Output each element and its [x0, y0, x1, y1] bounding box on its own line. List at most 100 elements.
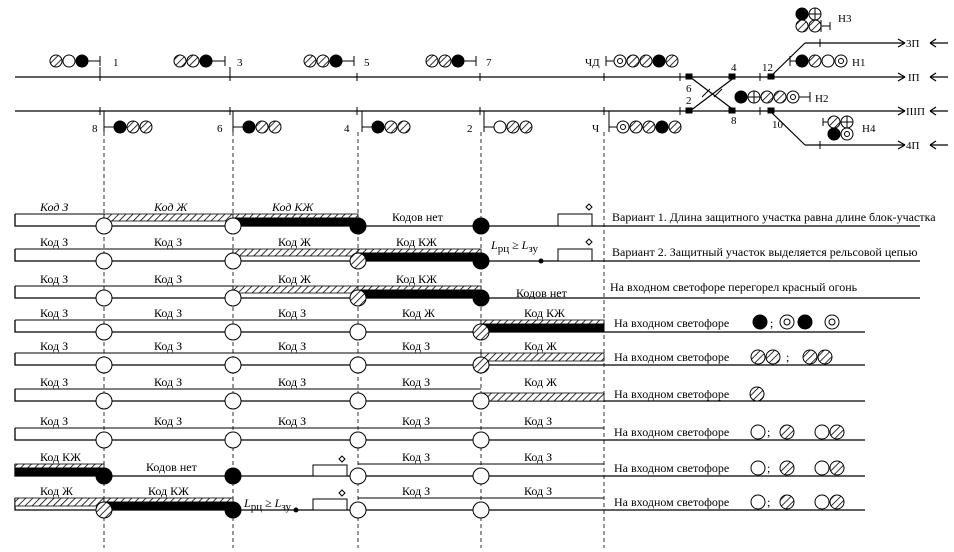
label-switch-2: 2 — [686, 95, 692, 107]
row-5-code-4: Код З — [402, 339, 430, 353]
signal-chd — [605, 54, 679, 68]
row-5-code-2: Код З — [154, 339, 182, 353]
row-6-note: На входном светофоре — [614, 387, 729, 401]
row-5-code-5: Код Ж — [524, 339, 557, 353]
track-plan — [15, 38, 948, 150]
row-4-note: На входном светофоре — [614, 316, 729, 330]
row-3-code-4: Код КЖ — [396, 272, 437, 286]
row-8-code-1: Код КЖ — [40, 450, 81, 464]
row-8 — [14, 455, 865, 485]
label-signal-7: 7 — [486, 57, 492, 69]
row-2-code-3: Код Ж — [278, 235, 311, 249]
row-4-code-2: Код З — [154, 306, 182, 320]
row-1-note: Вариант 1. Длина защитного участка равна… — [612, 210, 936, 224]
signal-ch — [608, 120, 682, 134]
row-7-note: На входном светофоре — [614, 425, 729, 439]
row-5-separator: ; — [786, 350, 789, 364]
row-8-code-3: Код З — [402, 450, 430, 464]
label-signal-4: 4 — [344, 123, 350, 135]
row-4-code-1: Код З — [40, 306, 68, 320]
row-4-code-3: Код З — [278, 306, 306, 320]
row-8-separator: ; — [767, 461, 770, 475]
signal-4 — [361, 120, 411, 134]
signal-6 — [232, 120, 282, 134]
row-9-code-3: Код З — [402, 484, 430, 498]
label-signal-n1: Н1 — [852, 57, 865, 69]
signal-n3 — [795, 7, 831, 33]
label-signal-n4: Н4 — [862, 123, 876, 135]
label-signal-2: 2 — [467, 123, 473, 135]
row-3-code-5: Кодов нет — [516, 286, 568, 300]
label-signal-ch: Ч — [592, 123, 599, 135]
row-9-code-2: Код КЖ — [148, 484, 189, 498]
row-7-code-3: Код З — [278, 414, 306, 428]
label-track-4p: 4П — [906, 140, 920, 152]
signal-1 — [49, 54, 101, 68]
label-track-3p: 3П — [906, 38, 920, 50]
row-3-code-2: Код З — [154, 272, 182, 286]
row-1 — [14, 203, 920, 235]
row-7 — [14, 424, 865, 449]
row-7-code-4: Код З — [402, 414, 430, 428]
row-6-code-4: Код З — [402, 375, 430, 389]
label-signal-n2: Н2 — [815, 93, 828, 105]
row-7-code-1: Код З — [40, 414, 68, 428]
row-3-code-1: Код З — [40, 272, 68, 286]
row-3-note: На входном светофоре перегорел красный о… — [610, 280, 858, 294]
label-signal-6: 6 — [217, 123, 223, 135]
row-7-code-2: Код З — [154, 414, 182, 428]
row-9-code-4: Код З — [524, 484, 552, 498]
row-4 — [14, 314, 865, 341]
row-8-note: На входном светофоре — [614, 461, 729, 475]
signal-7 — [425, 54, 477, 68]
signal-8 — [103, 120, 153, 134]
signal-n1 — [789, 54, 848, 68]
row-1-code-1: Код З — [39, 200, 68, 214]
row-9-note: На входном светофоре — [614, 495, 729, 509]
row-1-code-2: Код Ж — [153, 200, 188, 214]
row-2-code-2: Код З — [154, 235, 182, 249]
signal-n2 — [734, 90, 811, 104]
row-3 — [14, 285, 920, 307]
label-switch-12: 12 — [762, 62, 773, 74]
label-signal-8: 8 — [92, 123, 98, 135]
row-8-code-4: Код З — [524, 450, 552, 464]
label-switch-6: 6 — [686, 83, 692, 95]
station-signals — [734, 7, 854, 141]
row-9-separator: ; — [767, 495, 770, 509]
row-2-code-4: Код КЖ — [396, 235, 437, 249]
row-8-code-2: Кодов нет — [146, 460, 198, 474]
row-6-code-2: Код З — [154, 375, 182, 389]
row-5 — [14, 349, 865, 374]
row-6-code-5: Код Ж — [524, 375, 557, 389]
label-track-3p-roman: IIIП — [906, 106, 925, 118]
label-switch-10: 10 — [772, 119, 784, 131]
row-2-code-1: Код З — [40, 235, 68, 249]
row-2-formula: Lрц ≥ Lзу — [490, 238, 538, 255]
label-signal-1: 1 — [113, 57, 119, 69]
label-signal-chd: ЧД — [585, 57, 600, 69]
row-5-note: На входном светофоре — [614, 350, 729, 364]
row-1-code-4: Кодов нет — [392, 210, 444, 224]
row-9-code-1: Код Ж — [40, 484, 73, 498]
row-6 — [14, 386, 865, 410]
row-1-code-3: Код КЖ — [271, 200, 314, 214]
signal-5 — [303, 54, 355, 68]
plan-labels: 1 3 5 7 ЧД 8 6 4 2 Ч 4 12 6 2 8 10 Н3 Н1… — [92, 13, 925, 152]
row-5-code-3: Код З — [278, 339, 306, 353]
row-5-code-1: Код З — [40, 339, 68, 353]
signals-top — [49, 54, 679, 77]
row-7-separator: ; — [767, 425, 770, 439]
label-switch-4: 4 — [731, 62, 737, 74]
row-7-code-5: Код З — [524, 414, 552, 428]
row-2-note: Вариант 2. Защитный участок выделяется р… — [612, 245, 917, 259]
row-2 — [14, 238, 920, 270]
row-4-separator: ; — [770, 316, 773, 330]
label-track-1p: IП — [908, 72, 920, 84]
label-signal-5: 5 — [364, 57, 370, 69]
signal-3 — [173, 54, 226, 68]
row-6-code-3: Код З — [278, 375, 306, 389]
row-4-code-4: Код Ж — [402, 306, 435, 320]
row-6-code-1: Код З — [40, 375, 68, 389]
